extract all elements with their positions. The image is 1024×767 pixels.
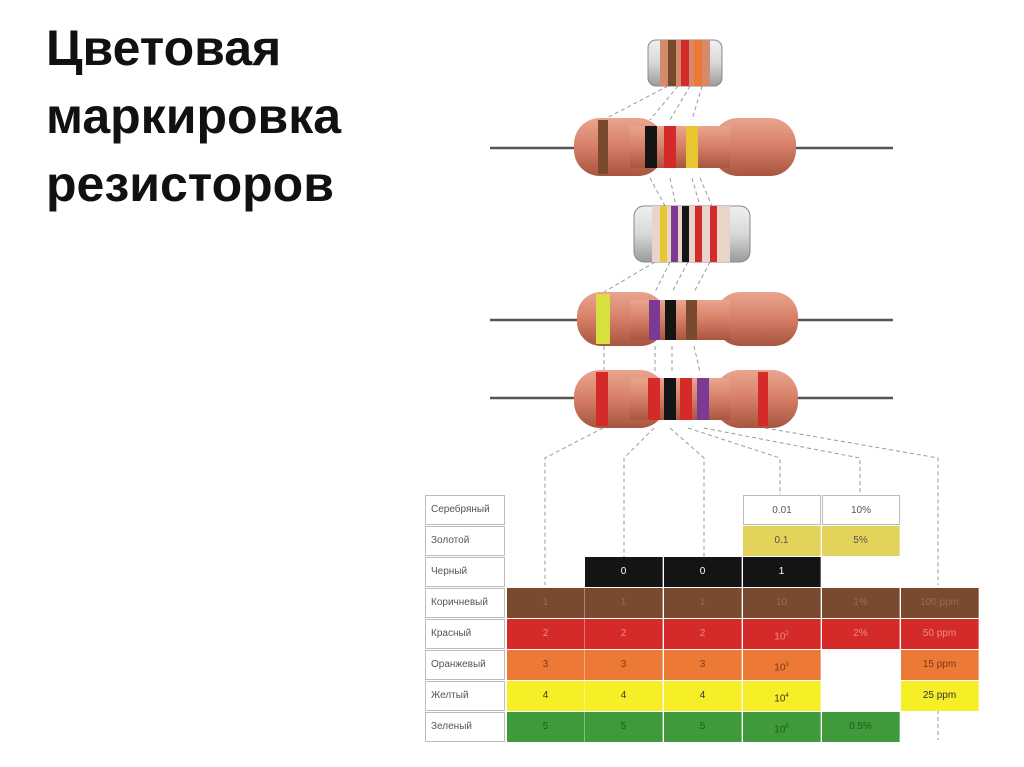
band (596, 372, 608, 426)
table-cell: 50 ppm (901, 619, 979, 649)
table-cell: 5 (585, 712, 663, 742)
band (697, 378, 709, 420)
table-cell: 10 (743, 588, 821, 618)
band (664, 126, 676, 168)
table-cell: 3 (664, 650, 742, 680)
band (758, 372, 768, 426)
band (686, 126, 698, 168)
band (665, 300, 676, 340)
table-cell: 25 ppm (901, 681, 979, 711)
table-cell: 1 (743, 557, 821, 587)
page-title: Цветовая маркировка резисторов (46, 14, 446, 218)
band (710, 206, 717, 262)
band (680, 378, 692, 420)
table-cell: 2 (664, 619, 742, 649)
band (664, 378, 676, 420)
table-cell: 2 (507, 619, 585, 649)
band (682, 206, 689, 262)
table-cell: 1% (822, 588, 900, 618)
color-label: Черный (425, 557, 505, 587)
band (660, 206, 667, 262)
band (681, 40, 689, 86)
color-label: Оранжевый (425, 650, 505, 680)
table-cell: 2 (585, 619, 663, 649)
band (695, 206, 702, 262)
axial-resistor-2 (577, 292, 798, 346)
color-label: Красный (425, 619, 505, 649)
axial-resistor-3 (574, 370, 798, 428)
table-cell: 0 (585, 557, 663, 587)
table-cell: 1 (664, 588, 742, 618)
table-cell: 0.5% (822, 712, 900, 742)
table-cell: 0.1 (743, 526, 821, 556)
band (649, 300, 660, 340)
table-cell: 1 (507, 588, 585, 618)
table-cell: 4 (585, 681, 663, 711)
table-cell: 0.01 (743, 495, 821, 525)
table-cell: 103 (743, 650, 821, 680)
band (598, 120, 608, 174)
table-cell: 5 (664, 712, 742, 742)
table-cell: 5 (507, 712, 585, 742)
color-label: Коричневый (425, 588, 505, 618)
band (648, 378, 660, 420)
resistor-leads (490, 146, 893, 400)
table-cell: 104 (743, 681, 821, 711)
table-cell: 4 (664, 681, 742, 711)
smd-resistor-top (647, 39, 723, 87)
color-label: Серебряный (425, 495, 505, 525)
table-cell: 10% (822, 495, 900, 525)
table-cell: 100 ppm (901, 588, 979, 618)
table-cell: 5% (822, 526, 900, 556)
band (694, 40, 702, 86)
title-line-3: резисторов (46, 156, 334, 212)
table-cell: 2% (822, 619, 900, 649)
band (671, 206, 678, 262)
table-cell: 0 (664, 557, 742, 587)
title-line-2: маркировка (46, 88, 342, 144)
table-cell: 15 ppm (901, 650, 979, 680)
band (596, 294, 610, 344)
table-cell: 1 (585, 588, 663, 618)
table-cell: 3 (585, 650, 663, 680)
band (668, 40, 676, 86)
table-cell: 105 (743, 712, 821, 742)
table-cell: 4 (507, 681, 585, 711)
color-label: Желтый (425, 681, 505, 711)
title-line-1: Цветовая (46, 20, 282, 76)
band (686, 300, 697, 340)
band (645, 126, 657, 168)
table-cell: 3 (507, 650, 585, 680)
smd-resistor-middle (633, 205, 751, 263)
color-label: Золотой (425, 526, 505, 556)
connector-lines (544, 85, 939, 740)
axial-resistor-1 (574, 118, 796, 176)
color-label: Зеленый (425, 712, 505, 742)
table-cell: 102 (743, 619, 821, 649)
